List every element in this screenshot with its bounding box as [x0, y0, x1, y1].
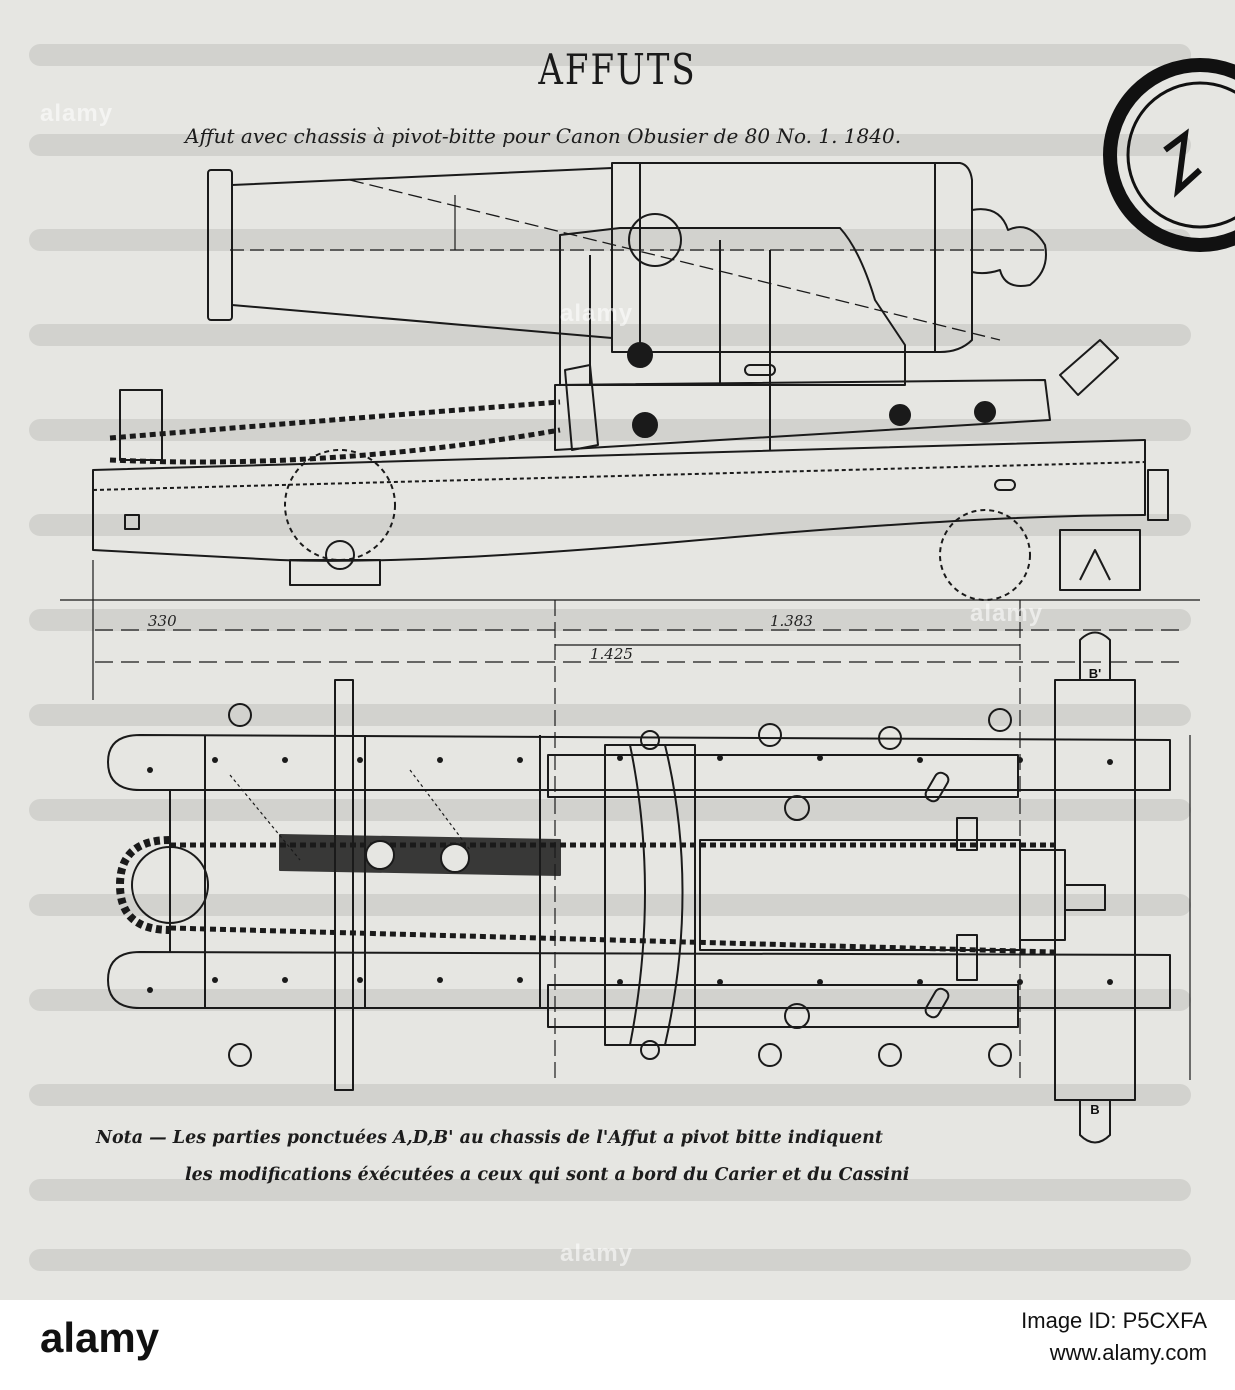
marker-b-bottom: B — [1090, 1102, 1100, 1117]
bleed-through-lines — [29, 44, 1191, 1271]
page-title: AFFUTS — [538, 45, 697, 95]
note-line-1: Nota — Les parties ponctuées A,D,B' au c… — [96, 1128, 883, 1148]
side-elevation-view — [92, 162, 1169, 1080]
drawing-subtitle: Affut avec chassis à pivot-bitte pour Ca… — [185, 124, 902, 148]
stock-footer: alamy Image ID: P5CXFA www.alamy.com — [0, 1300, 1235, 1390]
dimension-label-center-bottom: 1.425 — [590, 645, 633, 663]
library-stamp — [1103, 58, 1235, 252]
drawing-sheet: AFFUTS Affut avec chassis à pivot-bitte … — [0, 0, 1235, 1300]
watermark: alamy — [560, 1240, 634, 1267]
alamy-logo: alamy — [40, 1314, 160, 1361]
plan-view — [107, 631, 1191, 1144]
watermark: alamy — [40, 100, 114, 127]
dimension-label-left: 330 — [148, 612, 177, 630]
image-id-label: Image ID: P5CXFA — [1021, 1308, 1207, 1333]
dimension-label-center-top: 1.383 — [770, 612, 813, 630]
footer-url[interactable]: www.alamy.com — [1049, 1340, 1207, 1365]
footer-meta: Image ID: P5CXFA www.alamy.com — [1021, 1308, 1207, 1366]
marker-b-top: B' — [1088, 666, 1102, 681]
cannon-carriage-drawing — [60, 162, 1200, 1144]
note-line-2: les modifications éxécutées a ceux qui s… — [185, 1165, 910, 1185]
watermark: alamy — [560, 300, 634, 327]
watermark: alamy — [970, 600, 1044, 627]
dimension-lines — [60, 599, 1200, 663]
